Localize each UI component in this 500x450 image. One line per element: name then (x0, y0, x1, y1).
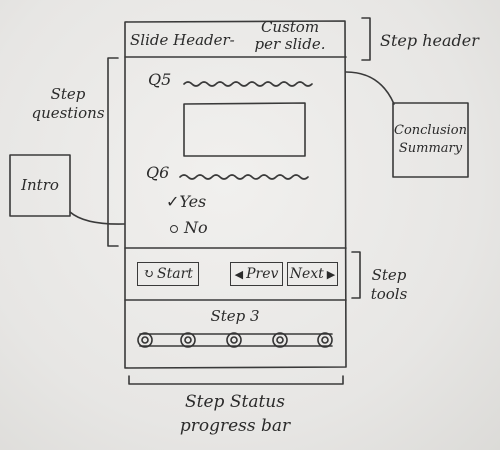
option-yes-label: Yes (179, 192, 207, 211)
conclusion-box (392, 102, 469, 178)
progress-node-5 (317, 332, 333, 348)
step-header-annotation: Step header (380, 31, 479, 50)
step-questions-annotation: Step questions (28, 85, 108, 123)
triangle-right-icon: ▶ (326, 267, 336, 281)
step-tools-bracket (351, 251, 361, 299)
step-status-line2: progress bar (179, 416, 291, 436)
progress-node-4 (272, 332, 288, 348)
option-yes[interactable]: ✓Yes (166, 194, 206, 210)
slide-header-custom-line1: Custom (260, 18, 320, 36)
radio-icon (170, 224, 178, 233)
option-no[interactable]: No (170, 220, 208, 236)
step-header-bracket (361, 17, 371, 61)
progress-node-1 (137, 332, 153, 348)
step-status-line1: Step Status (185, 392, 285, 412)
progress-step-label: Step 3 (210, 307, 260, 325)
start-label: Start (157, 266, 193, 282)
step-questions-bracket (107, 57, 119, 247)
slide-header-custom-line2: per slide. (254, 35, 326, 53)
intro-label: Intro (21, 176, 59, 195)
intro-box (9, 154, 71, 217)
step-tools-line1: Step (371, 266, 407, 284)
slide-frame (124, 20, 347, 369)
option-no-label: No (184, 218, 208, 237)
conclusion-label: Conclusion Summary (393, 103, 468, 177)
next-button[interactable]: Next ▶ (287, 262, 338, 286)
start-button[interactable]: ↻ Start (137, 262, 199, 286)
q6-label: Q6 (146, 163, 170, 182)
step-status-bracket (128, 375, 344, 385)
conclusion-connector (345, 71, 395, 105)
triangle-left-icon: ◀ (234, 267, 244, 281)
conclusion-line2: Summary (398, 141, 463, 156)
conclusion-line1: Conclusion (394, 123, 467, 139)
q6-squiggle (179, 174, 309, 180)
q5-squiggle (183, 81, 313, 87)
progress-node-3 (226, 332, 242, 348)
check-icon: ✓ (166, 192, 180, 211)
next-label: Next (289, 266, 324, 282)
prev-button[interactable]: ◀ Prev (230, 262, 283, 286)
prev-label: Prev (246, 266, 279, 282)
q5-label: Q5 (148, 70, 172, 89)
progress-nodes (137, 332, 333, 348)
step-status-annotation: Step Status progress bar (150, 390, 320, 438)
restart-icon: ↻ (143, 266, 154, 282)
q5-answer-box (183, 102, 306, 157)
step-tools-line2: tools (370, 285, 408, 303)
step-questions-line2: questions (31, 104, 105, 122)
progress-node-2 (180, 332, 196, 348)
slide-header-title: Slide Header- (130, 31, 235, 49)
slide-header-custom: Custom per slide. (245, 19, 335, 53)
intro-connector (69, 211, 125, 225)
step-questions-line1: Step (50, 85, 86, 103)
step-tools-annotation: Step tools (364, 266, 414, 304)
